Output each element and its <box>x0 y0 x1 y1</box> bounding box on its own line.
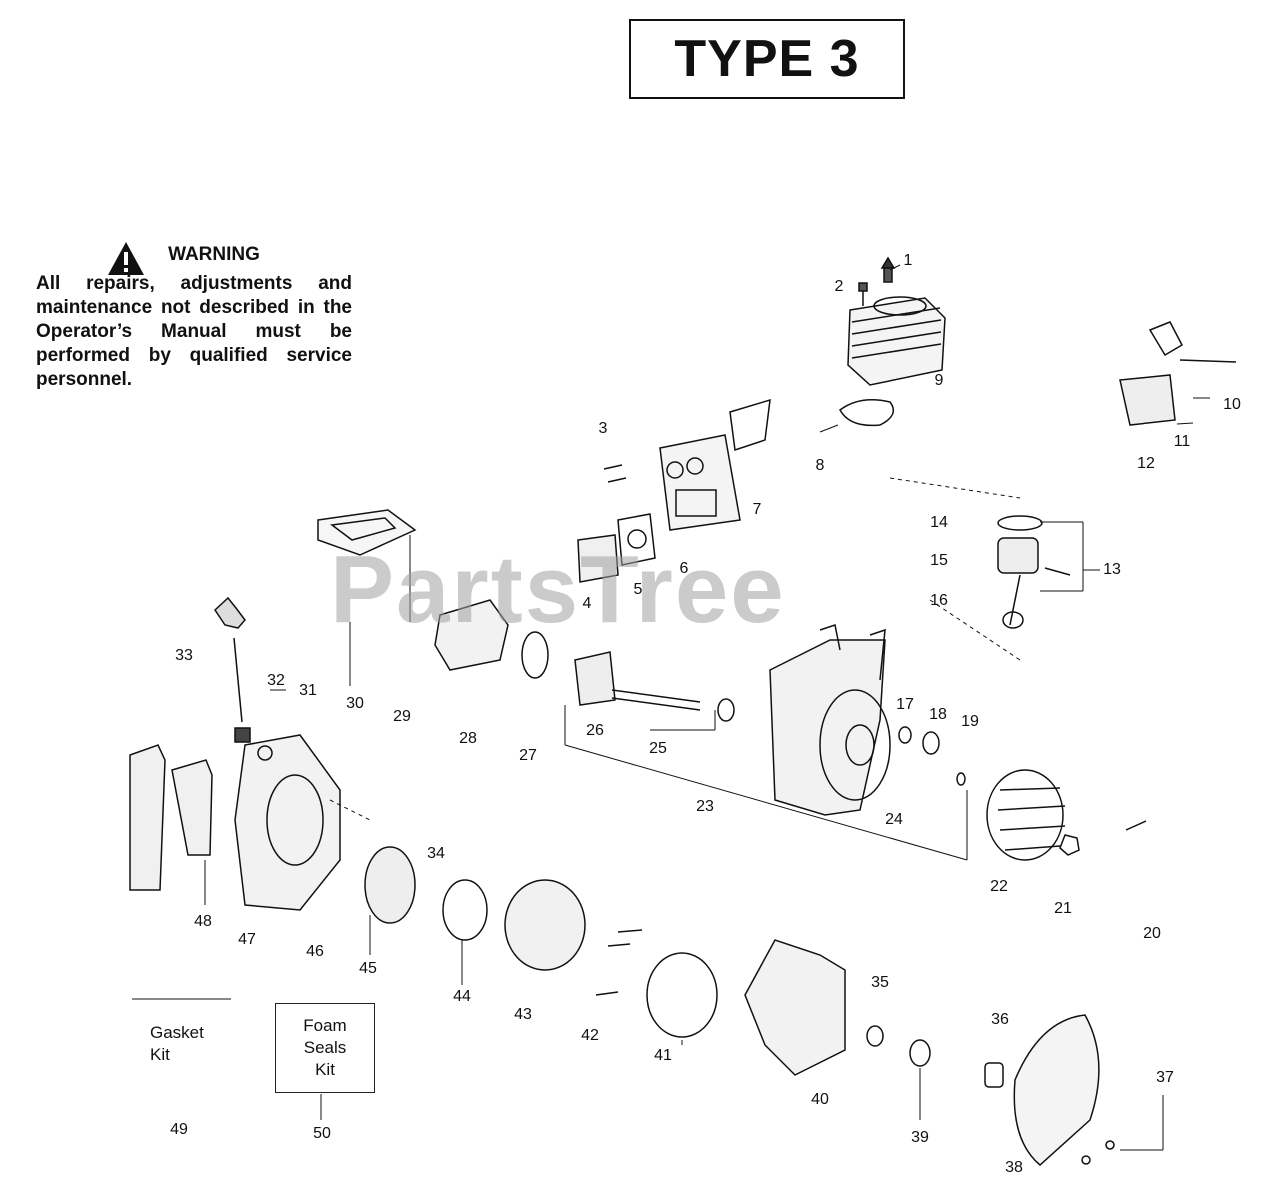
part-spring-washer <box>442 879 488 941</box>
callout-31: 31 <box>299 682 317 699</box>
callout-11: 11 <box>1173 433 1191 450</box>
part-primer <box>214 596 251 743</box>
callout-8: 8 <box>815 457 825 474</box>
callout-16: 16 <box>930 592 948 609</box>
callout-5: 5 <box>633 581 643 598</box>
gasket-kit-label: Gasket Kit <box>150 1023 204 1064</box>
part-muffler <box>603 398 771 531</box>
part-cylinder-gasket <box>839 399 895 427</box>
part-impeller-nut <box>866 1025 884 1047</box>
callout-17: 17 <box>896 696 914 713</box>
callout-4: 4 <box>582 595 592 612</box>
foam-seals-kit-label: Foam Seals Kit <box>303 1016 347 1079</box>
callout-23: 23 <box>696 798 714 815</box>
callout-32: 32 <box>267 672 285 689</box>
callout-45: 45 <box>359 960 377 977</box>
callout-43: 43 <box>514 1006 532 1023</box>
part-blower-housing <box>1013 1014 1100 1166</box>
part-spark-plug <box>880 256 896 283</box>
part-inlet-cover <box>646 952 718 1038</box>
foam-seals-kit-box: Foam Seals Kit <box>275 1003 375 1093</box>
callout-48: 48 <box>194 913 212 930</box>
callout-34: 34 <box>427 845 445 862</box>
callout-21: 21 <box>1054 900 1072 917</box>
part-cylinder <box>847 296 946 386</box>
part-starter-pulley <box>364 846 416 924</box>
leader-lines <box>132 264 1210 1151</box>
callout-26: 26 <box>586 722 604 739</box>
part-washer-small <box>898 726 912 744</box>
part-piston <box>997 515 1071 629</box>
callout-25: 25 <box>649 740 667 757</box>
callout-6: 6 <box>679 560 689 577</box>
callout-39: 39 <box>911 1129 929 1146</box>
part-flywheel <box>986 769 1080 861</box>
warning-icon <box>108 242 144 275</box>
part-fan-housing <box>234 734 341 911</box>
part-impeller <box>744 939 846 1076</box>
callout-18: 18 <box>929 706 947 723</box>
part-foam-seals <box>129 744 213 891</box>
callout-12: 12 <box>1137 455 1155 472</box>
callout-20: 20 <box>1143 925 1161 942</box>
part-cylinder-screw <box>858 282 868 306</box>
callout-36: 36 <box>991 1011 1009 1028</box>
part-pin <box>1125 820 1147 831</box>
part-bearing <box>922 731 940 755</box>
part-ring <box>956 772 966 786</box>
callout-33: 33 <box>175 647 193 664</box>
callout-29: 29 <box>393 708 411 725</box>
part-air-filter <box>317 509 417 556</box>
callout-3: 3 <box>598 420 608 437</box>
callout-47: 47 <box>238 931 256 948</box>
part-bolts <box>595 929 643 996</box>
warning-icon-spacer <box>128 240 158 270</box>
callout-35: 35 <box>871 974 889 991</box>
callout-1: 1 <box>903 252 913 269</box>
part-crankcase <box>769 624 891 816</box>
part-carburetor <box>577 513 656 583</box>
callout-13: 13 <box>1103 561 1121 578</box>
part-impeller-washer <box>909 1039 931 1067</box>
callout-42: 42 <box>581 1027 599 1044</box>
part-recoil-starter <box>504 879 586 971</box>
part-spacer <box>984 1062 1004 1088</box>
callout-15: 15 <box>930 552 948 569</box>
diagram-title: TYPE 3 <box>629 19 905 99</box>
callout-2: 2 <box>834 278 844 295</box>
callout-9: 9 <box>934 372 944 389</box>
part-ignition-module <box>1119 321 1237 426</box>
callout-24: 24 <box>885 811 903 828</box>
callout-30: 30 <box>346 695 364 712</box>
callout-7: 7 <box>752 501 762 518</box>
callout-38: 38 <box>1005 1159 1023 1176</box>
callout-37: 37 <box>1156 1069 1174 1086</box>
callout-49: 49 <box>170 1121 188 1138</box>
warning-heading: WARNING <box>168 244 260 265</box>
part-crankshaft <box>574 651 735 722</box>
part-clamps <box>1081 1140 1115 1165</box>
callout-50: 50 <box>313 1125 331 1142</box>
part-intake-gasket <box>521 631 549 679</box>
watermark: PartsTree <box>330 536 786 643</box>
callout-14: 14 <box>930 514 948 531</box>
callout-27: 27 <box>519 747 537 764</box>
warning-text: All repairs, adjustments and maintenance… <box>36 273 352 390</box>
callout-46: 46 <box>306 943 324 960</box>
callout-44: 44 <box>453 988 471 1005</box>
callout-10: 10 <box>1223 396 1241 413</box>
warning-notice: WARNING All repairs, adjustments and mai… <box>36 240 352 392</box>
callout-41: 41 <box>654 1047 672 1064</box>
callout-19: 19 <box>961 713 979 730</box>
callout-40: 40 <box>811 1091 829 1108</box>
callout-22: 22 <box>990 878 1008 895</box>
part-intake-adapter <box>434 599 509 671</box>
callout-28: 28 <box>459 730 477 747</box>
